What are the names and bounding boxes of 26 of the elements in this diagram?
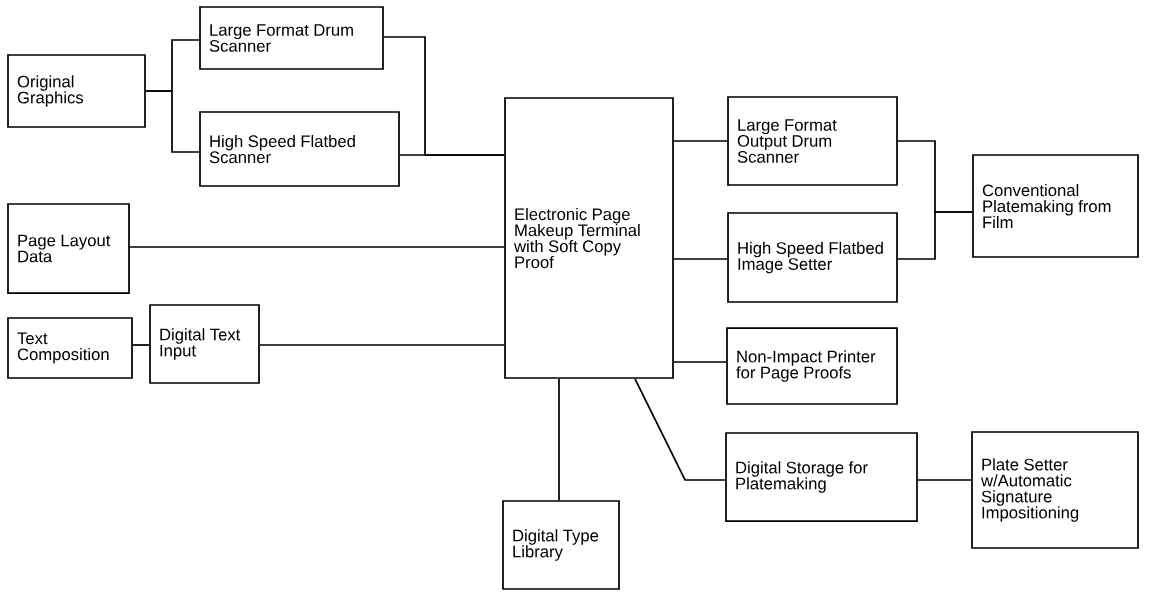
process-box: Page Layout Data [7,203,130,294]
process-box: Original Graphics [7,54,146,128]
connector-line [132,344,150,346]
process-box: Electronic Page Makeup Terminal with Soft Copy Proof [504,97,674,379]
connector-line [145,90,200,153]
process-box: High Speed Flatbed Image Setter [727,212,898,303]
connector-line [673,361,727,363]
connector-line [399,154,505,156]
process-box: Digital Text Input [149,304,260,384]
connector-line [558,378,560,501]
connector-line [917,479,972,481]
process-box: Large Format Output Drum Scanner [727,96,898,186]
process-box: Large Format Drum Scanner [199,6,384,70]
connector-line [673,258,728,260]
connector-line [897,211,973,260]
process-box: High Speed Flatbed Scanner [199,111,400,187]
process-box: Conventional Platemaking from Film [972,154,1139,258]
connector-line [129,246,505,248]
process-box: Text Composition [7,317,133,379]
process-box: Non-Impact Printer for Page Proofs [726,327,898,405]
process-box: Plate Setter w/Automatic Signature Impositioning [971,431,1139,549]
process-box: Digital Storage for Platemaking [725,432,918,522]
connector-line [634,378,726,481]
connector-line [673,140,728,142]
connector-line [259,344,505,346]
process-box: Digital Type Library [502,500,620,590]
